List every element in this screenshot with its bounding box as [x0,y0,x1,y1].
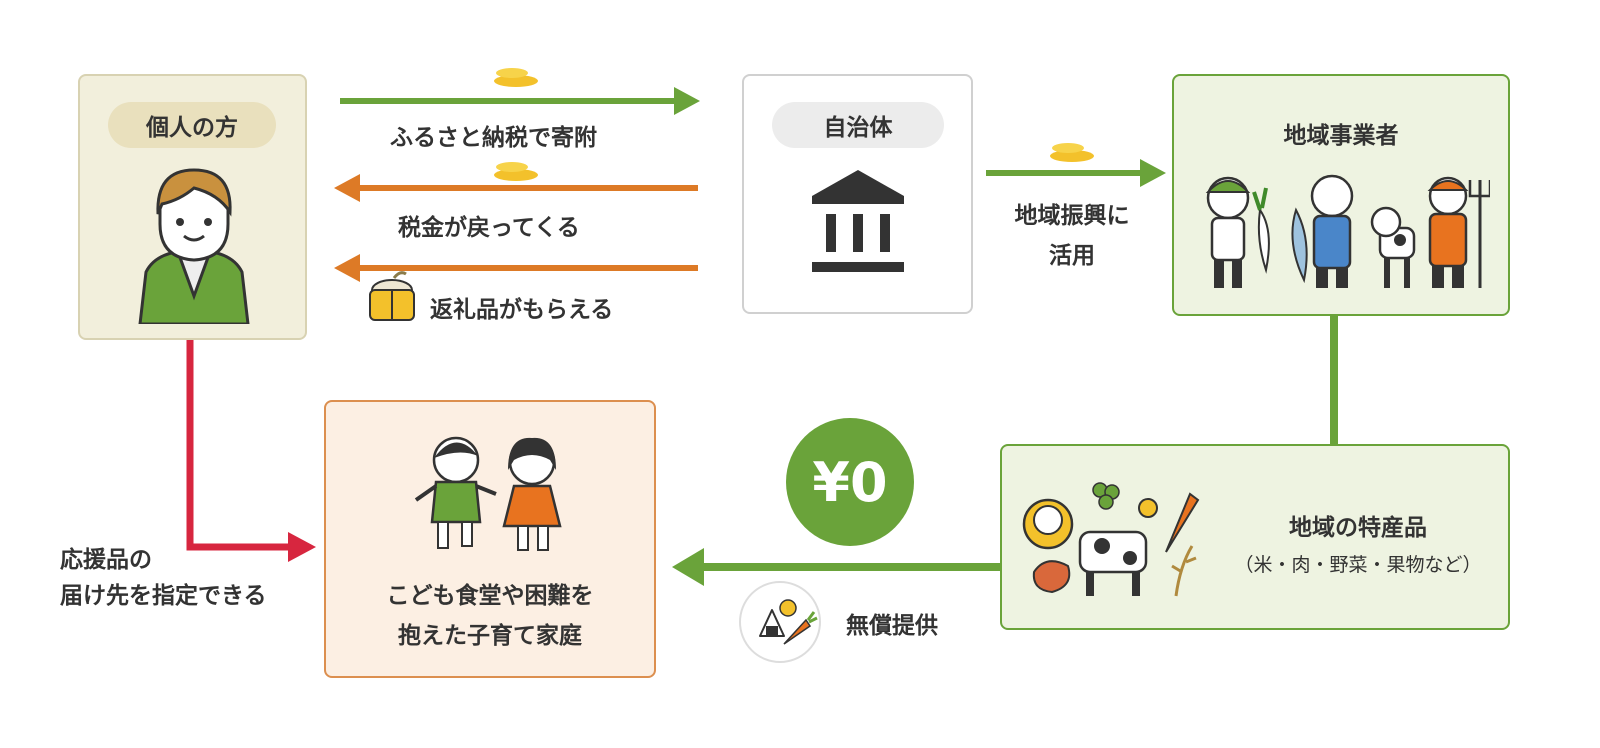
coin-stack-icon [1050,143,1094,162]
businesses-node: 地域事業者 [1172,74,1510,316]
person-avatar [138,168,250,324]
municipality-label: 自治体 [772,102,944,148]
government-building-icon [812,170,904,272]
donate-label: ふるさと納税で寄附 [390,125,597,151]
local-products-illustration [1022,482,1200,597]
individual-label: 個人の方 [108,102,276,148]
revitalize-label-line1: 地域振興に [1014,203,1130,229]
rice-bag-icon [369,271,415,321]
products-sublabel: （米・肉・野菜・果物など） [1234,554,1482,576]
families-label-line2: 抱えた子育て家庭 [398,623,582,649]
coin-stack-icon [494,68,538,87]
individual-node: 個人の方 [78,74,307,340]
products-label: 地域の特産品 [1289,515,1427,541]
free-provision-label: 無償提供 [846,613,938,639]
tax-return-label: 税金が戻ってくる [398,215,580,241]
municipality-node: 自治体 [742,74,973,314]
onigiri-carrot-icon [739,581,821,663]
designation-label-line1: 応援品の [60,547,152,573]
designation-arrow [186,340,316,562]
gift-arrow [334,254,698,282]
businesses-label: 地域事業者 [1283,123,1399,149]
gift-label: 返礼品がもらえる [430,297,614,323]
zero-price-badge: ¥0 [786,418,914,546]
free-provision-arrow [672,548,1000,586]
children-illustration [414,436,562,551]
families-label-line1: こども食堂や困難を [386,583,594,609]
products-node: 地域の特産品 （米・肉・野菜・果物など） [1000,444,1510,630]
tax-return-arrow [334,174,698,202]
donate-arrow [340,87,700,115]
coin-stack-icon [494,162,538,181]
revitalize-arrow [986,159,1166,187]
designation-label-line2: 届け先を指定できる [60,583,267,609]
revitalize-label-line2: 活用 [1049,243,1095,269]
local-producers-illustration [1205,174,1490,288]
families-node: こども食堂や困難を 抱えた子育て家庭 [324,400,656,678]
zero-price-text: ¥0 [812,450,888,514]
